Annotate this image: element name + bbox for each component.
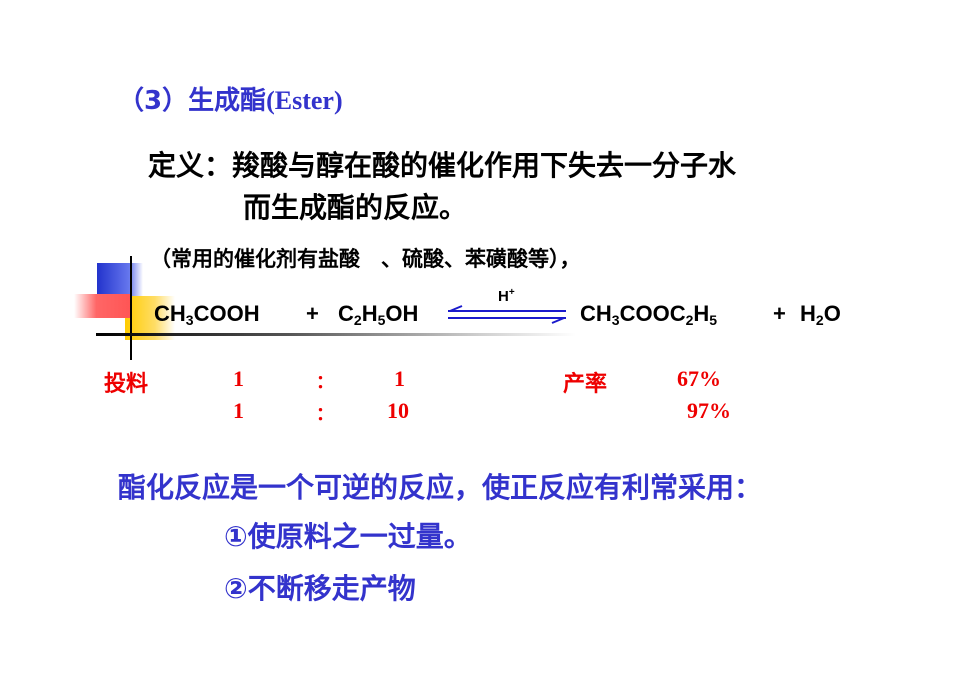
row1-yield: 67% bbox=[677, 366, 721, 391]
definition-line-2: 而生成酯的反应。 bbox=[243, 191, 468, 224]
yield-label: 产率 bbox=[563, 372, 608, 397]
catalyst-symbol: H bbox=[498, 288, 509, 305]
plus-sign-1: + bbox=[306, 301, 319, 326]
deco-vertical-line bbox=[130, 256, 132, 360]
section-title: （3）生成酯(Ester) bbox=[118, 80, 343, 117]
row1-separator: ： bbox=[316, 372, 334, 392]
row2-yield: 97% bbox=[687, 398, 731, 423]
plus-sign-2: + bbox=[773, 301, 786, 326]
title-latin: (Ester) bbox=[266, 86, 343, 115]
method-1: ①使原料之一过量。 bbox=[224, 520, 472, 553]
equilibrium-arrow-icon bbox=[448, 305, 566, 324]
product-water: H2O bbox=[800, 301, 841, 328]
row2-ratio-a: 1 bbox=[233, 398, 244, 423]
catalyst-charge: + bbox=[508, 287, 515, 298]
catalyst-label: H+ bbox=[498, 287, 515, 305]
deco-pink-bar bbox=[74, 294, 130, 318]
deco-yellow-square bbox=[125, 296, 175, 340]
conclusion-text: 酯化反应是一个可逆的反应，使正反应有利常采用： bbox=[118, 471, 763, 504]
row2-ratio-b: 10 bbox=[387, 398, 409, 423]
reactant-ethanol: C2H5OH bbox=[338, 301, 419, 328]
row1-ratio-a: 1 bbox=[233, 366, 244, 391]
method-2: ②不断移走产物 bbox=[224, 572, 416, 605]
row2-separator: ： bbox=[316, 404, 334, 424]
product-ethyl-acetate: CH3COOC2H5 bbox=[580, 301, 718, 328]
definition-line-1: 定义：羧酸与醇在酸的催化作用下失去一分子水 bbox=[148, 149, 737, 182]
title-prefix: （3）生成酯 bbox=[118, 86, 267, 116]
feed-label: 投料 bbox=[104, 372, 149, 397]
reactant-acetic-acid: CH3COOH bbox=[154, 301, 260, 328]
catalyst-note: （常用的催化剂有盐酸 、硫酸、苯磺酸等）， bbox=[150, 247, 581, 271]
deco-horizontal-line bbox=[96, 333, 576, 336]
row1-ratio-b: 1 bbox=[394, 366, 405, 391]
